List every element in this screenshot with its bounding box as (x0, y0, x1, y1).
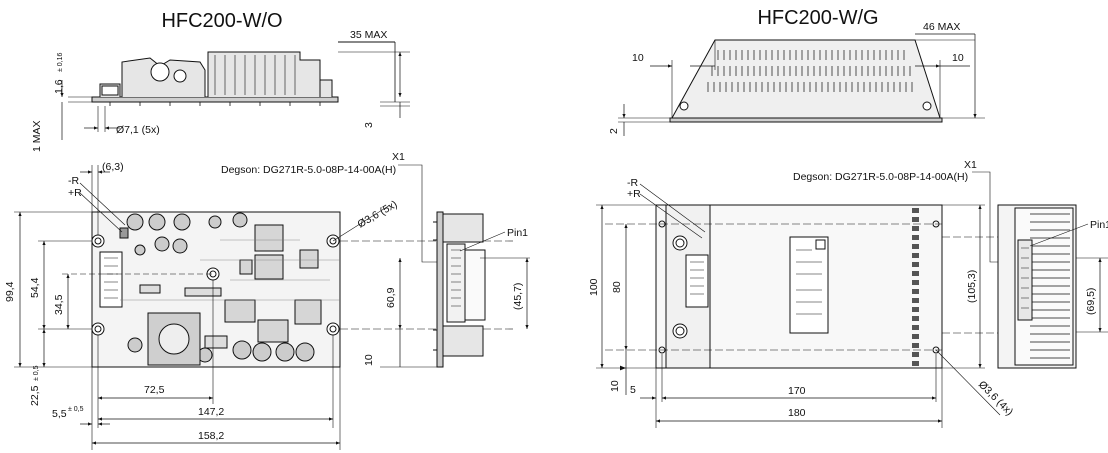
dim-54-4: 54,4 (29, 277, 41, 298)
title-hfc200-wg: HFC200-W/G (757, 7, 878, 29)
right-enclosure-view (596, 171, 1068, 428)
dim-10-left: 10 (363, 354, 375, 366)
dim-60-9: 60,9 (385, 287, 397, 308)
label-pin1-right: Pin1 (1090, 219, 1108, 231)
connector-note-right: Degson: DG271R-5.0-08P-14-00A(H) (793, 171, 968, 183)
dim-72-5: 72,5 (144, 384, 165, 396)
dim-80: 80 (611, 281, 623, 293)
dim-6-3: (6,3) (102, 161, 124, 173)
dim-45-7: (45,7) (512, 283, 524, 310)
dim-69-5: (69,5) (1085, 288, 1097, 315)
right-top-view (618, 33, 985, 136)
label-plus-r: +R (68, 187, 82, 199)
dim-10-right: 10 (609, 380, 621, 392)
dim-158-2: 158,2 (198, 430, 224, 442)
dim-99-4: 99,4 (4, 281, 16, 302)
dim-147-2: 147,2 (198, 406, 224, 418)
label-minus-r: -R (68, 175, 79, 187)
dim-1-6-tol: ± 0,16 (57, 52, 64, 72)
dim-100: 100 (588, 278, 600, 296)
label-minus-r-right: -R (627, 177, 638, 189)
dim-5-5-tol: ± 0,5 (68, 406, 84, 413)
left-pcb-view (14, 164, 515, 450)
dim-1-6: 1,6 (53, 79, 65, 94)
right-side-view (997, 204, 1108, 369)
label-x1-right: X1 (964, 159, 977, 171)
left-top-view (60, 41, 410, 140)
dim-22-5-tol: ± 0,5 (33, 365, 40, 381)
dim-5-5: 5,5 (52, 408, 67, 420)
title-hfc200-wo: HFC200-W/O (161, 10, 282, 32)
dim-5: 5 (630, 384, 636, 396)
dim-hole-7-1: Ø7,1 (5x) (116, 124, 160, 136)
label-x1-left: X1 (392, 151, 405, 163)
dim-2: 2 (608, 128, 620, 134)
label-pin1-left: Pin1 (507, 227, 528, 239)
dim-180: 180 (788, 407, 806, 419)
dim-22-5: 22,5 (29, 385, 41, 406)
label-plus-r-right: +R (627, 188, 641, 200)
dim-hole-3-6-4x: Ø3,6 (4x) (976, 379, 1015, 418)
dim-46-max: 46 MAX (923, 21, 960, 33)
dim-3: 3 (363, 122, 375, 128)
dim-10-top-left: 10 (632, 52, 644, 64)
dim-35-max: 35 MAX (350, 29, 387, 41)
dim-hole-3-6-5x: Ø3,6 (5x) (356, 198, 400, 230)
dim-34-5: 34,5 (53, 294, 65, 315)
dim-1-max: 1 MAX (31, 120, 43, 152)
dim-105-3: (105,3) (966, 270, 978, 303)
left-side-view (380, 211, 530, 368)
dim-170: 170 (788, 385, 806, 397)
dim-10-top-right: 10 (952, 52, 964, 64)
connector-note-left: Degson: DG271R-5.0-08P-14-00A(H) (221, 164, 396, 176)
